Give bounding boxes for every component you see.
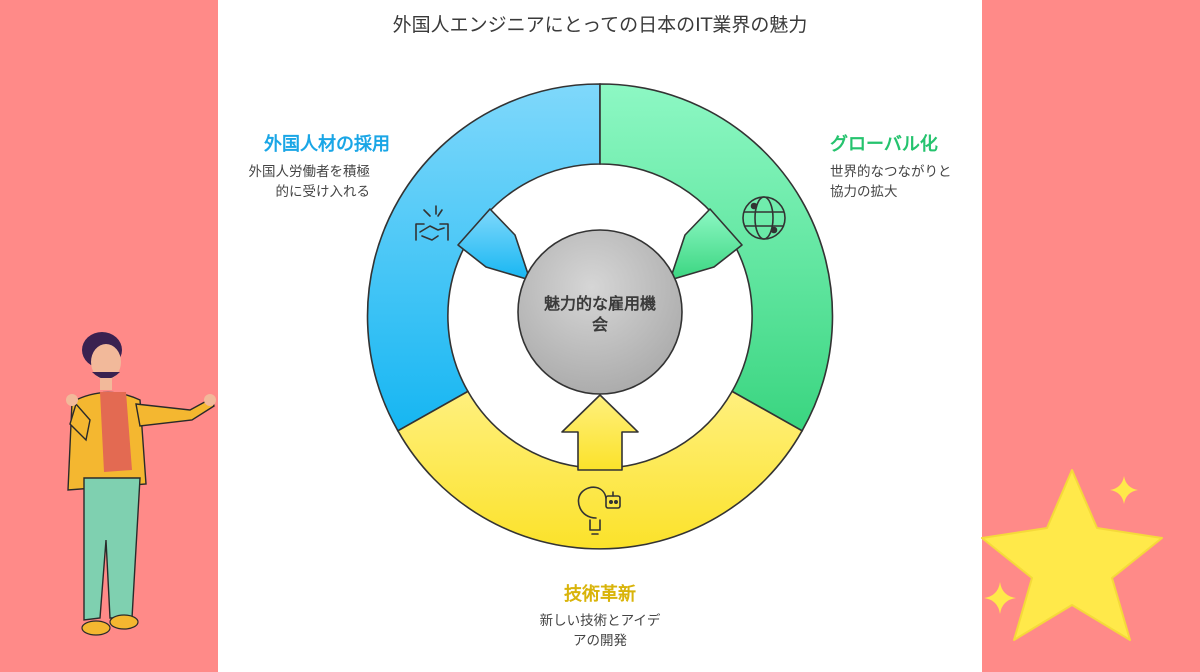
- globalization-title: グローバル化: [830, 134, 938, 155]
- arrow-globalization: [669, 208, 743, 281]
- desc-line: 世界的なつながりと: [830, 164, 952, 180]
- sparkle-icon: [984, 582, 1016, 614]
- star-decoration-icon: [981, 469, 1163, 641]
- desc-line: 新しい技術とアイデ: [539, 613, 661, 629]
- center-label: 魅力的な雇用機 会: [522, 294, 678, 336]
- arrow-foreign-talent: [457, 208, 531, 281]
- center-label-line: 魅力的な雇用機: [543, 294, 656, 313]
- segment-globalization: [599, 83, 834, 432]
- center-circle: [517, 229, 683, 395]
- foreign-talent-title: 外国人材の採用: [264, 134, 390, 155]
- desc-line: 的に受け入れる: [275, 183, 371, 200]
- desc-line: アの開発: [573, 632, 627, 649]
- presenter-character: [66, 332, 216, 636]
- innovation-title: 技術革新: [564, 584, 636, 605]
- arrow-innovation: [561, 394, 639, 471]
- handshake-icon: [415, 205, 449, 241]
- desc-line: 協力の拡大: [830, 183, 898, 200]
- sparkle-icon: [1110, 476, 1138, 504]
- center-label-line: 会: [591, 314, 608, 334]
- innovation-description: 新しい技術とアイデ アの開発: [520, 612, 680, 651]
- globe-network-icon: [742, 196, 786, 240]
- page-title: 外国人エンジニアにとっての日本のIT業界の魅力: [392, 14, 808, 36]
- foreign-talent-description: 外国人労働者を積極 的に受け入れる: [222, 163, 371, 202]
- lightbulb-robot-icon: [577, 486, 621, 535]
- globalization-description: 世界的なつながりと 協力の拡大: [830, 163, 980, 202]
- desc-line: 外国人労働者を積極: [248, 164, 371, 180]
- segment-foreign-talent: [366, 83, 601, 432]
